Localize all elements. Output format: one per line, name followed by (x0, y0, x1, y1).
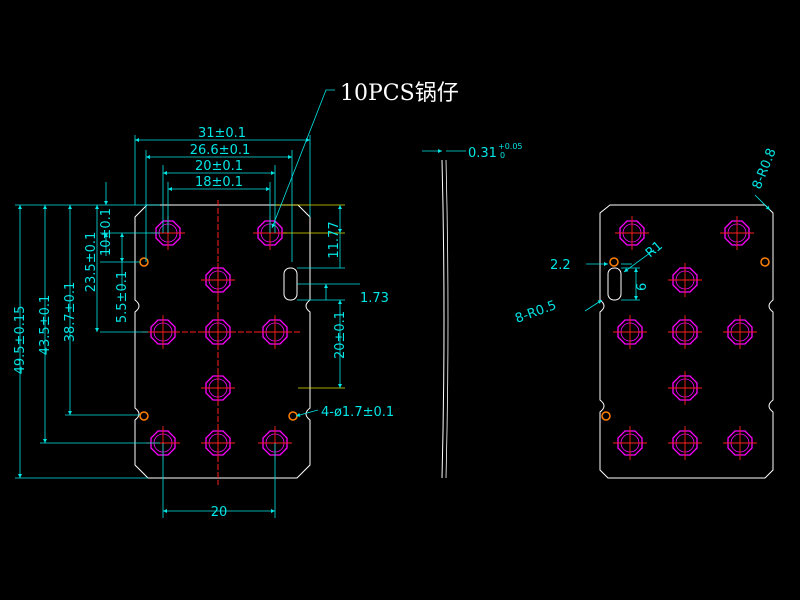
dim-23-5: 23.5±0.1 (84, 232, 99, 293)
dim-notch: 8-R0.5 (513, 298, 558, 327)
back-outline (599, 204, 774, 479)
thickness-main: 0.31 (468, 146, 497, 161)
dim-corner: 8-R0.8 (750, 146, 780, 191)
front-extension-lines (15, 135, 360, 518)
back-view: 2.2 R1 6 8-R0.5 8-R0.8 (513, 146, 780, 479)
dim-31: 31±0.1 (198, 126, 246, 141)
side-profile (441, 159, 445, 479)
dome-front-4 (146, 315, 180, 349)
thickness-upper: +0.05 (498, 142, 523, 151)
mounting-holes-back (601, 257, 770, 421)
dome-back-5 (668, 315, 702, 349)
dome-front-6 (258, 315, 292, 349)
dim-38-7: 38.7±0.1 (63, 282, 78, 343)
title-note: 10PCS锅仔 (340, 81, 459, 106)
dome-back-4 (613, 315, 647, 349)
dim-5-5: 5.5±0.1 (115, 271, 130, 323)
slot-front (283, 267, 298, 301)
dim-20-right: 20±0.1 (333, 311, 348, 359)
dim-6: 6 (635, 283, 650, 291)
front-yellow-extensions (275, 204, 345, 389)
dim-20-top: 20±0.1 (195, 159, 243, 174)
dim-10: 10±0.1 (99, 208, 114, 256)
dome-array-back (613, 216, 757, 460)
dome-back-9 (668, 426, 702, 460)
slot-back (607, 267, 622, 301)
dome-array-front (146, 216, 292, 460)
dome-back-3 (668, 263, 702, 297)
dim-49-5: 49.5±0.15 (13, 306, 28, 375)
front-view: 31±0.1 26.6±0.1 20±0.1 18±0.1 20 49.5±0.… (13, 81, 459, 520)
dome-front-7 (201, 371, 235, 405)
dim-20-bottom: 20 (211, 505, 228, 520)
dim-holes: 4-ø1.7±0.1 (321, 405, 394, 420)
dim-2-2: 2.2 (550, 258, 571, 273)
dome-front-9 (201, 426, 235, 460)
dome-back-8 (613, 426, 647, 460)
dome-back-1 (615, 216, 649, 250)
dim-43-5: 43.5±0.1 (38, 295, 53, 356)
dome-back-10 (723, 426, 757, 460)
dome-front-3 (201, 263, 235, 297)
dome-front-5 (201, 315, 235, 349)
dome-back-7 (668, 371, 702, 405)
dim-18: 18±0.1 (195, 175, 243, 190)
dim-r1: R1 (643, 238, 666, 261)
dim-26-6: 26.6±0.1 (190, 143, 251, 158)
dome-back-2 (720, 216, 754, 250)
side-view: 0.31 +0.05 0 (422, 142, 523, 479)
front-outline (134, 204, 311, 479)
dim-11-77: 11.77 (327, 221, 342, 258)
dome-back-6 (723, 315, 757, 349)
title-leader (271, 89, 335, 229)
thickness-lower: 0 (500, 151, 505, 160)
dim-1-73: 1.73 (360, 291, 389, 306)
